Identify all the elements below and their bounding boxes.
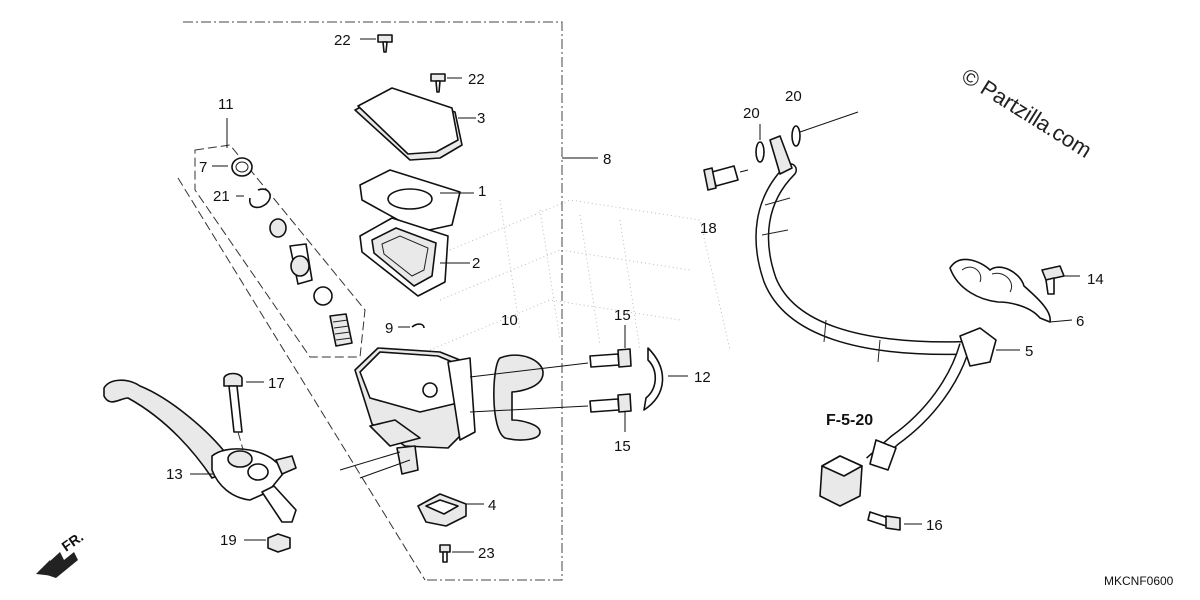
reference-label: F-5-20: [826, 412, 873, 429]
callout-22-lower: 22: [468, 71, 485, 88]
callout-9: 9: [385, 320, 393, 337]
callout-10: 10: [501, 312, 518, 329]
screw-22-upper: [360, 34, 393, 53]
boot: [212, 157, 253, 177]
watermark: © Partzilla.com: [957, 63, 1096, 163]
callout-16: 16: [926, 517, 943, 534]
callout-23: 23: [478, 545, 495, 562]
master-cylinder-body: [354, 347, 476, 475]
pin: [398, 323, 425, 329]
mirror-bracket: [643, 347, 688, 411]
circlip: [236, 188, 271, 209]
callout-14: 14: [1087, 271, 1104, 288]
bolt-15-lower: [589, 393, 632, 432]
callout-1: 1: [478, 183, 486, 200]
callout-15-lower: 15: [614, 438, 631, 455]
reservoir-cap: [354, 87, 476, 161]
brake-hose: [755, 135, 997, 471]
callout-4: 4: [488, 497, 496, 514]
callout-21: 21: [213, 188, 230, 205]
switch-guides: [339, 451, 411, 479]
perspective-dots: [429, 199, 731, 351]
diagram-code: MKCNF0600: [1104, 574, 1174, 588]
adjuster-nut: [244, 533, 291, 553]
banjo-bolt: [703, 165, 749, 191]
switch-screw: [439, 544, 474, 563]
master-cylinder-boundary: [183, 21, 598, 581]
callout-8: 8: [603, 151, 611, 168]
callout-2: 2: [472, 255, 480, 272]
callout-7: 7: [199, 159, 207, 176]
front-label: FR.: [59, 528, 87, 554]
screw-22-lower: [430, 73, 462, 93]
callout-18: 18: [700, 220, 717, 237]
front-direction-arrow: [36, 552, 78, 578]
callout-6: 6: [1076, 313, 1084, 330]
callout-19: 19: [220, 532, 237, 549]
brake-switch: [417, 493, 484, 527]
hose-clamp: [949, 258, 1073, 323]
clamp-holder: [493, 354, 544, 441]
bolt-16: [867, 511, 922, 531]
bolt-15-upper: [589, 325, 632, 368]
callout-11: 11: [218, 96, 234, 113]
piston-kit: [269, 218, 353, 347]
callout-5: 5: [1025, 343, 1033, 360]
pivot-bolt: [223, 372, 264, 461]
callout-20-left: 20: [743, 105, 760, 122]
brake-lever: [103, 379, 297, 523]
diaphragm-plate: [359, 169, 474, 233]
bolt-14: [1041, 265, 1080, 295]
callout-22-upper: 22: [334, 32, 351, 49]
piston-kit-boundary: [194, 118, 366, 358]
diaphragm: [359, 217, 470, 297]
callout-3: 3: [477, 110, 485, 127]
hose-end-block: [819, 455, 863, 507]
sealing-washers: [755, 111, 859, 163]
callout-13: 13: [166, 466, 183, 483]
guide-line: [177, 177, 426, 581]
callout-17: 17: [268, 375, 285, 392]
bolt-guides: [469, 362, 589, 413]
callout-12: 12: [694, 369, 711, 386]
callout-20-right: 20: [785, 88, 802, 105]
callout-15-upper: 15: [614, 307, 631, 324]
